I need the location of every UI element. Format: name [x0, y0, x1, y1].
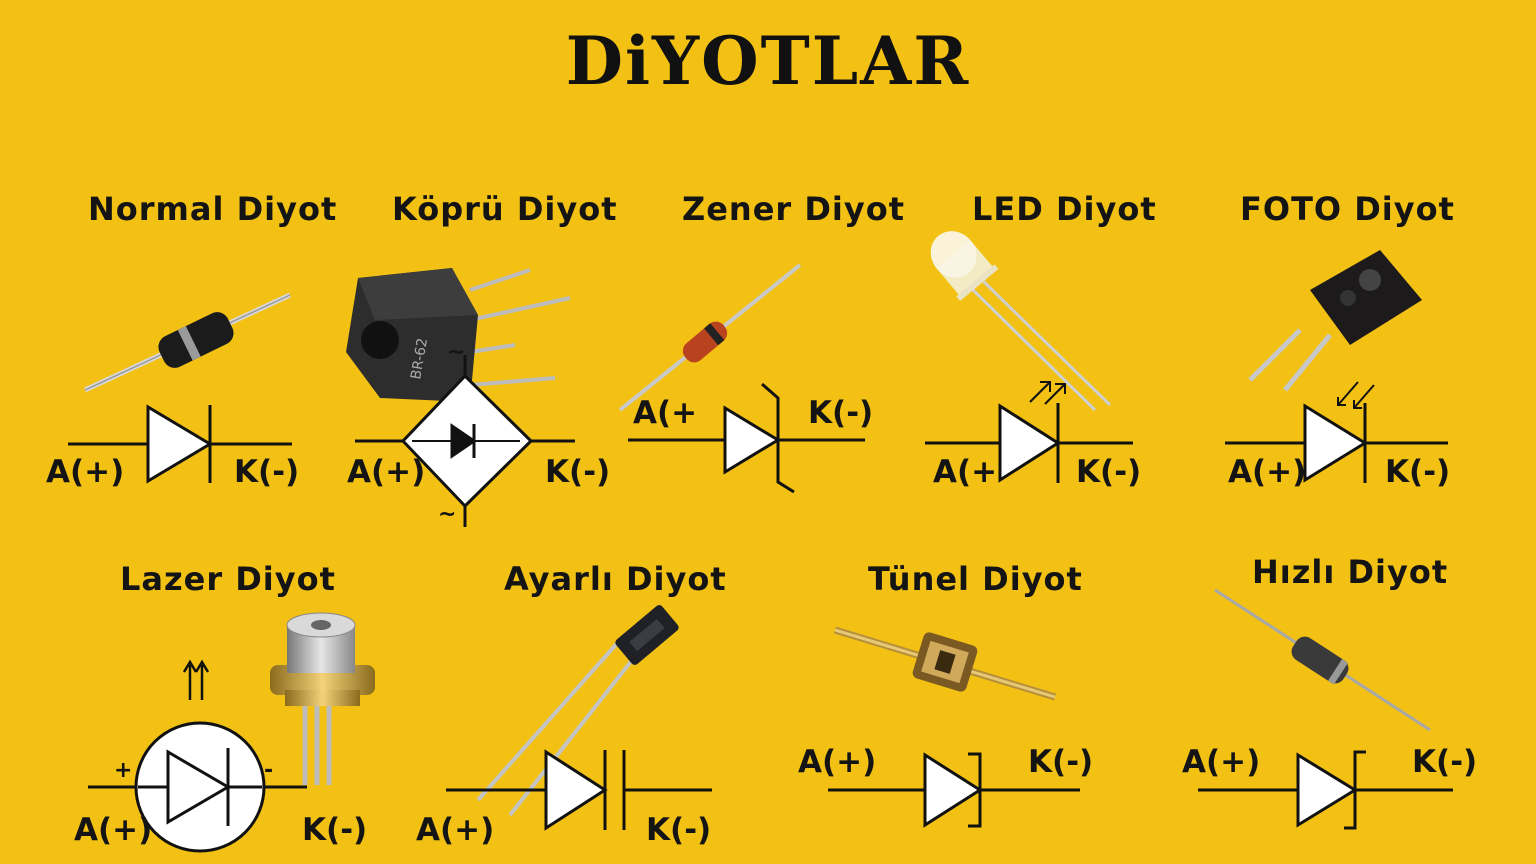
fast-diode-cathode: K(-) [1412, 744, 1478, 780]
led-diode-symbol [925, 381, 1133, 483]
photo-diode-label: FOTO Diyot [1240, 190, 1455, 228]
normal-diode-anode: A(+) [46, 454, 125, 490]
laser-minus-mark: - [264, 758, 274, 783]
bridge-diode-symbol [355, 355, 575, 527]
led-diode-label: LED Diyot [972, 190, 1157, 228]
zener-diode-anode: A(+ [633, 395, 698, 431]
photo-diode-symbol [1225, 381, 1448, 483]
led-diode-anode: A(+ [933, 454, 998, 490]
bridge-diode-label: Köprü Diyot [392, 190, 618, 228]
fast-diode-symbol [1198, 750, 1453, 830]
svg-text:BR-62: BR-62 [408, 337, 431, 381]
fast-diode-label: Hızlı Diyot [1252, 553, 1449, 591]
varactor-diode-anode: A(+) [416, 812, 495, 848]
zener-diode-label: Zener Diyot [682, 190, 905, 228]
laser-diode-label: Lazer Diyot [120, 560, 336, 598]
zener-diode-symbol [628, 382, 865, 494]
laser-diode-symbol [88, 659, 307, 853]
fast-diode-photo [1214, 588, 1431, 732]
varactor-diode-symbol [446, 749, 712, 831]
bridge-ac-bottom-mark: ~ [438, 502, 457, 527]
photo-diode-anode: A(+) [1228, 454, 1307, 490]
photo-diode-cathode: K(-) [1385, 454, 1451, 490]
fast-diode-anode: A(+) [1182, 744, 1261, 780]
photo-diode-photo [1248, 250, 1422, 392]
normal-diode-photo [83, 292, 292, 393]
laser-diode-photo [270, 612, 375, 785]
tunnel-diode-cathode: K(-) [1028, 744, 1094, 780]
led-diode-photo [930, 231, 1112, 412]
laser-diode-cathode: K(-) [302, 812, 368, 848]
tunnel-diode-photo [833, 626, 1057, 701]
led-diode-cathode: K(-) [1076, 454, 1142, 490]
varactor-diode-label: Ayarlı Diyot [504, 560, 727, 598]
zener-diode-cathode: K(-) [808, 395, 874, 431]
bridge-ac-top-mark: ~ [447, 340, 466, 365]
laser-plus-mark: + [114, 758, 133, 783]
page-title: DiYOTLAR [565, 22, 971, 100]
tunnel-diode-symbol [828, 752, 1080, 828]
normal-diode-symbol [68, 404, 292, 484]
tunnel-diode-anode: A(+) [798, 744, 877, 780]
bridge-diode-cathode: K(-) [545, 454, 611, 490]
bridge-diode-photo: BR-62 [346, 268, 571, 402]
laser-diode-anode: A(+) [74, 812, 153, 848]
normal-diode-cathode: K(-) [234, 454, 300, 490]
tunnel-diode-label: Tünel Diyot [868, 560, 1083, 598]
bridge-diode-anode: A(+) [347, 454, 426, 490]
varactor-diode-photo [476, 605, 679, 817]
normal-diode-label: Normal Diyot [88, 190, 338, 228]
varactor-diode-cathode: K(-) [646, 812, 712, 848]
zener-diode-photo [618, 263, 802, 412]
